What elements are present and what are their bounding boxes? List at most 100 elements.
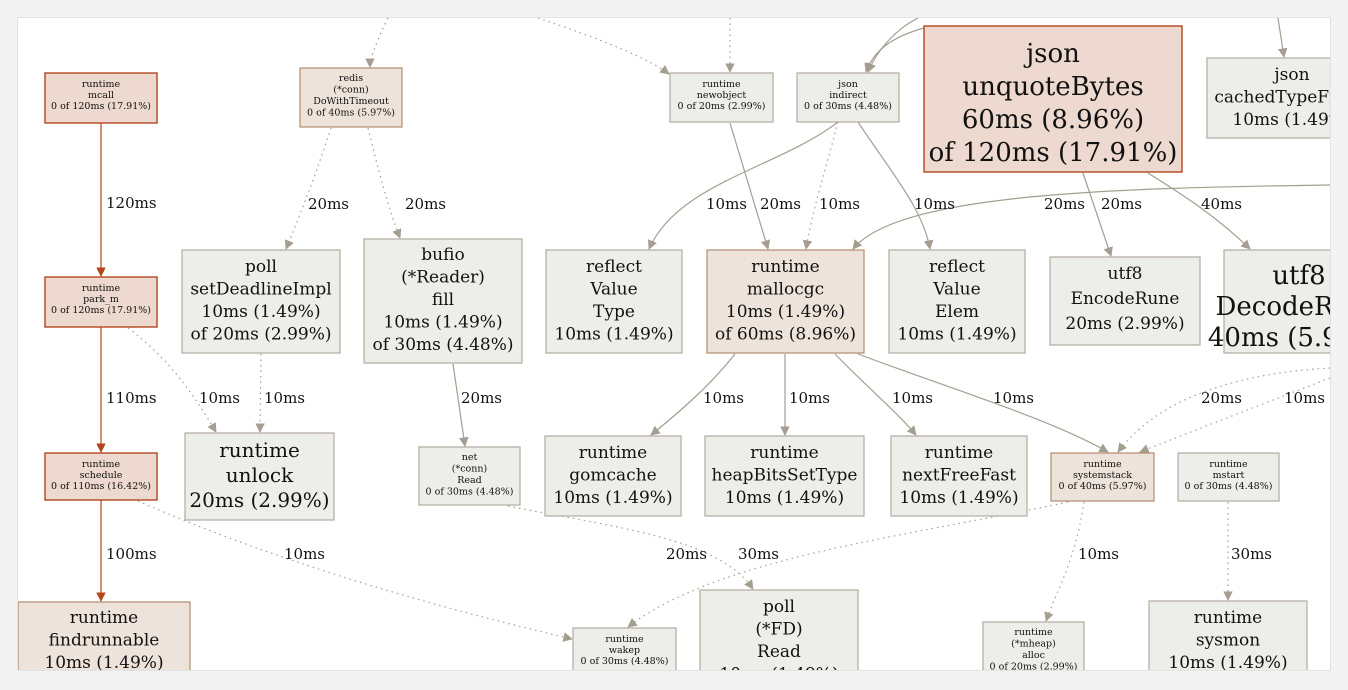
edge-label: 10ms — [1078, 545, 1119, 563]
edge-label: 20ms — [1044, 195, 1085, 213]
edge-label: 20ms — [1201, 389, 1242, 407]
node-label-line: runtime — [1209, 459, 1248, 470]
node-label-line: runtime — [82, 283, 121, 294]
node-label-line: 10ms (1.49%) — [383, 313, 502, 333]
node-label-line: runtime — [70, 608, 138, 628]
node-box — [1148, 600, 1308, 670]
edge-5 — [137, 500, 573, 642]
node-label-line: reflect — [586, 257, 642, 277]
node-label-line: 20ms (2.99%) — [1065, 314, 1184, 334]
edge-label: 10ms — [264, 389, 305, 407]
node-label-line: runtime — [750, 443, 818, 463]
node-label-line: 10ms (1.49%) — [44, 653, 163, 670]
edge-label: 20ms — [666, 545, 707, 563]
node-box — [545, 249, 683, 354]
edge-22 — [1139, 377, 1330, 454]
node-label-line: 0 of 30ms (4.48%) — [1185, 481, 1273, 492]
node-box — [418, 446, 521, 506]
node-label-line: 10ms (1.49%) — [899, 488, 1018, 508]
node-box — [184, 432, 335, 521]
node-label-line: of 20ms (2.99%) — [190, 325, 331, 345]
node-label-line: runtime — [1083, 459, 1122, 470]
node-label-line: redis — [339, 73, 363, 84]
node-label-line: findrunnable — [49, 631, 160, 651]
node-label-line: runtime — [1014, 627, 1053, 638]
edge-6 — [284, 127, 332, 250]
edge-label: 10ms — [914, 195, 955, 213]
edge-24 — [1044, 501, 1085, 622]
node-label-line: mstart — [1213, 470, 1245, 481]
node-findrunnable[interactable]: runtime findrunnable 10ms (1.49%) — [18, 601, 191, 670]
edge-12 — [648, 121, 839, 250]
node-pollread[interactable]: poll(*FD)Read10ms (1.49%) — [699, 589, 859, 671]
node-cachedtype[interactable]: jsoncachedTypeFields10ms (1.49%) — [1206, 57, 1330, 139]
node-label-line: newobject — [697, 90, 747, 101]
node-label-line: heapBitsSetType — [712, 466, 858, 486]
node-label-line: setDeadlineImpl — [190, 280, 331, 300]
node-label-line: poll — [763, 597, 795, 617]
node-box — [796, 72, 900, 123]
node-label-line: 40ms (5.97%) — [1208, 323, 1330, 353]
edge-label: 110ms — [106, 389, 157, 407]
node-label-line: (*FD) — [755, 620, 802, 640]
edge-label: 30ms — [738, 545, 779, 563]
node-label-line: wakep — [609, 645, 640, 656]
node-label-line: 0 of 30ms (4.48%) — [426, 487, 514, 498]
node-box — [299, 67, 403, 128]
node-label-line: mcall — [88, 90, 114, 101]
node-label-line: schedule — [80, 470, 123, 481]
edge-4 — [255, 353, 265, 433]
node-box — [363, 238, 523, 364]
node-label-line: gomcache — [569, 466, 656, 486]
node-box — [890, 435, 1028, 517]
node-label-line: utf8 — [1108, 264, 1143, 284]
node-label-line: 10ms (1.49%) — [725, 488, 844, 508]
node-box — [699, 589, 859, 670]
edge-label: 10ms — [284, 545, 325, 563]
node-label-line: 10ms (1.49%) — [726, 302, 845, 322]
edge-label: 20ms — [405, 195, 446, 213]
edge-21 — [1117, 367, 1330, 453]
edge-offscreen-3 — [866, 18, 919, 73]
node-label-line: (*conn) — [452, 464, 487, 475]
node-box — [1223, 249, 1330, 354]
node-label-line: 0 of 30ms (4.48%) — [581, 656, 669, 667]
node-label-line: of 60ms (8.96%) — [715, 325, 856, 345]
node-label-line: 0 of 120ms (17.91%) — [51, 101, 151, 112]
edge-label: 30ms — [1231, 545, 1272, 563]
edge-11 — [802, 121, 839, 250]
node-box — [1177, 452, 1280, 502]
node-box — [888, 249, 1026, 354]
node-label-line: of 120ms (17.91%) — [929, 138, 1178, 168]
node-decoderune[interactable]: utf8DecodeRune40ms (5.97%) — [1208, 249, 1330, 354]
node-label-line: runtime — [925, 443, 993, 463]
edge-19 — [1082, 172, 1113, 257]
node-label-line: 10ms (1.49%) — [719, 665, 838, 671]
